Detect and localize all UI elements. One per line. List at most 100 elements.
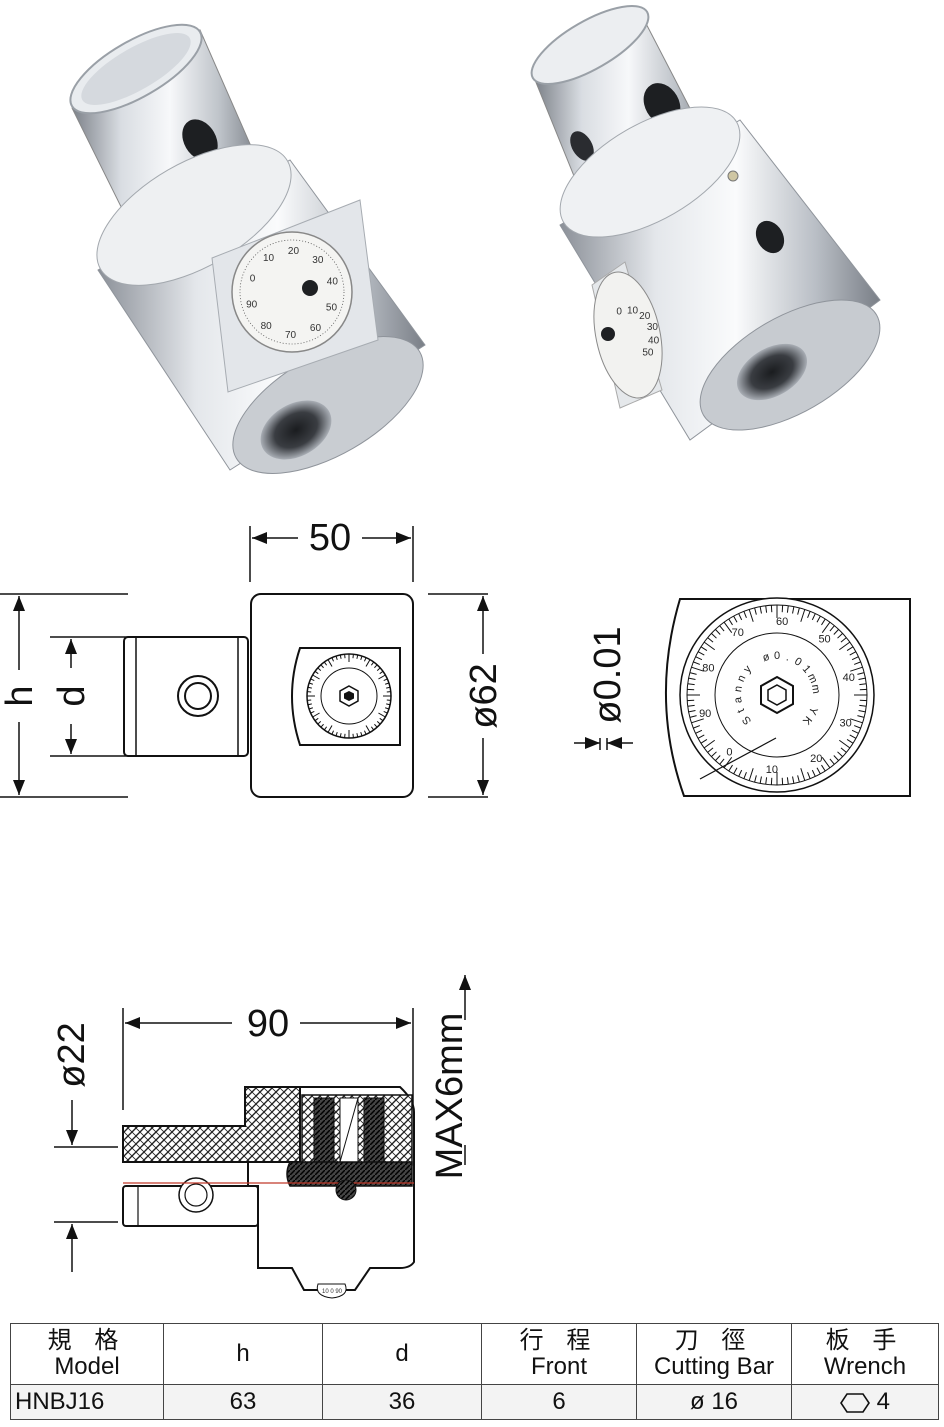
dial-tick (839, 641, 851, 651)
wrench-size: 4 (876, 1388, 891, 1415)
dial-tick (807, 611, 811, 619)
dial-tick (743, 771, 747, 779)
hex-wrench-icon (840, 1392, 870, 1413)
dial-tick (689, 715, 697, 718)
dial-tick (320, 664, 324, 669)
dial-tick (723, 621, 733, 633)
dial-tick (327, 725, 333, 733)
dial-tick (314, 717, 319, 722)
front-width-label: 50 (309, 517, 351, 559)
dial-number: 40 (327, 276, 339, 287)
header-d: d (322, 1323, 482, 1385)
dial-number: 0 (616, 307, 622, 318)
dial-tick (765, 777, 768, 785)
dial-tick (857, 715, 865, 718)
dial-tick (374, 723, 378, 728)
dial-tick (800, 609, 806, 622)
dial-tick (360, 655, 363, 661)
dial-brand-char: m (805, 672, 820, 685)
dial-tick (360, 731, 363, 737)
dial-tick (850, 718, 863, 724)
dial-tick (383, 710, 388, 714)
dial-number: 50 (642, 348, 654, 359)
dial-brand-char: t (735, 707, 747, 715)
dial-tick (733, 767, 738, 775)
dial-tick (840, 747, 847, 753)
dial-tick (339, 733, 342, 738)
dial-tick (379, 670, 384, 675)
dial-number: 70 (732, 627, 744, 639)
dial-tick (743, 611, 747, 619)
dial-tick (335, 731, 338, 737)
dial-tick (846, 739, 854, 744)
dial-brand-char: m (809, 684, 822, 695)
dial-tick (759, 606, 762, 614)
dial-tick (715, 629, 721, 635)
dial-tick (687, 683, 695, 686)
dial-tick (376, 667, 381, 671)
dial-tick (700, 739, 708, 744)
dial-tick (853, 661, 861, 665)
dial-tick (707, 637, 714, 643)
dial-number: 50 (818, 633, 830, 645)
dial-number: 10 (627, 305, 639, 316)
dial-tick (331, 657, 335, 662)
dial-tick (695, 656, 703, 661)
dial-tick (837, 751, 843, 757)
cell-h: 63 (163, 1384, 323, 1420)
dial-tick (837, 633, 843, 639)
dial-brand-char: . (785, 651, 791, 663)
dial-tick (339, 654, 342, 659)
dial-tick (859, 704, 867, 707)
dial-number: 70 (285, 330, 297, 341)
front-d-label: d (51, 685, 93, 706)
dial-tick (703, 739, 715, 749)
dial-tick (327, 659, 333, 667)
dial-tick (697, 734, 705, 739)
dial-number: 30 (312, 255, 324, 266)
dial-number: 80 (261, 321, 273, 332)
dial-tick (833, 629, 839, 635)
dial-tick (711, 751, 717, 757)
dial-tick (807, 771, 811, 779)
dial-tick (308, 707, 314, 710)
dial-tick (370, 661, 375, 666)
dial-tick (378, 674, 386, 680)
dial-tick (728, 764, 733, 772)
dial-number: 40 (843, 672, 855, 684)
dial-tick (323, 726, 328, 731)
dial-tick (759, 776, 762, 784)
dial-tick (703, 641, 715, 651)
dial-tick (707, 747, 714, 753)
dial-tick (335, 655, 338, 661)
dial-tick (792, 606, 795, 614)
dial-tick (356, 733, 359, 738)
dial-brand-char: 0 (774, 650, 780, 662)
dial-tick (331, 730, 335, 735)
left-photo-dial (231, 231, 353, 353)
dial-tick (691, 666, 704, 672)
dial-tick (695, 729, 703, 734)
dial-number: 30 (647, 322, 659, 333)
dial-tick (356, 654, 359, 659)
dial-tick (697, 651, 705, 656)
section-diameter-label: ø22 (51, 1022, 93, 1087)
dial-tick (853, 725, 861, 729)
dial-tick (386, 686, 391, 689)
dial-tick (829, 625, 835, 632)
dial-tick (379, 717, 384, 722)
dial-tick (748, 609, 754, 622)
dial-tick (310, 678, 315, 682)
dial-number: 30 (839, 718, 851, 730)
dial-tick (323, 661, 328, 666)
header-h: h (163, 1323, 323, 1385)
dial-tick (365, 725, 371, 733)
dial-tick (715, 755, 721, 761)
dial-tick (314, 670, 319, 675)
